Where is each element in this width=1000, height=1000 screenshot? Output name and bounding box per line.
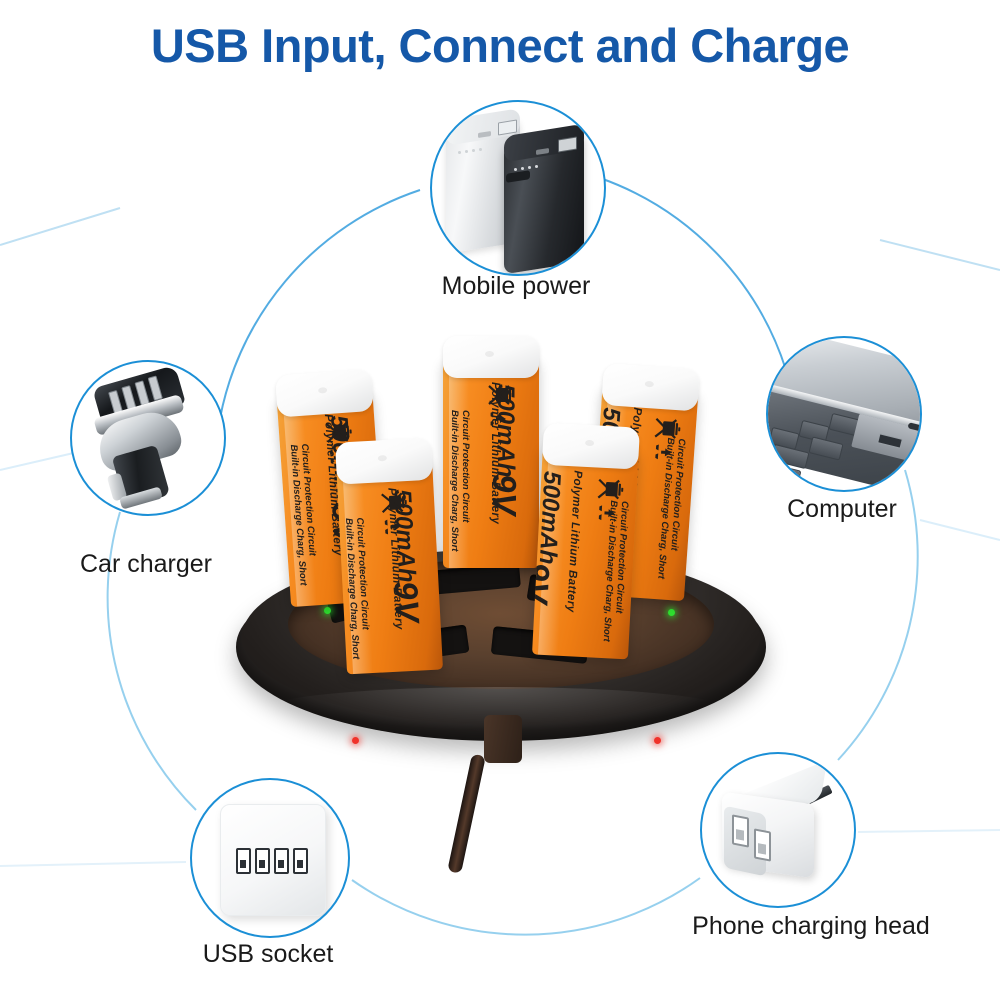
battery-body: 9V 500mAh Polymer Lithium Battery Built-… — [588, 384, 699, 602]
callout-label-mobile-power: Mobile power — [441, 272, 591, 300]
usb-a-port-icon — [732, 814, 749, 848]
battery-9v[interactable]: 9V 500mAh Polymer Lithium Battery Built-… — [334, 437, 444, 675]
led-indicator — [521, 167, 524, 170]
usb-wall-socket-icon — [190, 778, 350, 938]
status-led-green — [668, 609, 675, 616]
socket-port-group — [236, 848, 308, 874]
usb-a-port-icon — [236, 848, 251, 874]
led-indicator — [514, 168, 517, 171]
car-charger-icon — [70, 360, 226, 516]
crossed-out-wheelie-bin-icon — [654, 417, 681, 460]
battery-body: 9V 500mAh Polymer Lithium Battery Built-… — [531, 444, 639, 660]
led-indicator — [472, 149, 475, 152]
usb-cable — [447, 753, 486, 874]
battery-cap — [443, 336, 539, 378]
battery-symbols — [647, 412, 685, 466]
cable-strain-relief — [484, 715, 522, 763]
battery-cap — [601, 362, 700, 412]
battery-voltage-label: 9V — [531, 561, 557, 605]
usb-a-port-icon — [255, 848, 270, 874]
status-led-red — [654, 737, 661, 744]
battery-body: 9V 500mAh Polymer Lithium Battery Built-… — [443, 358, 539, 568]
led-indicator — [535, 165, 538, 168]
battery-cap — [541, 422, 641, 470]
battery-9v[interactable]: 9V 500mAh Polymer Lithium Battery Built-… — [531, 422, 641, 660]
battery-symbols — [591, 473, 628, 527]
battery-cap — [334, 437, 434, 485]
led-indicator — [458, 151, 461, 154]
battery-9v[interactable]: 9V 500mAh Polymer Lithium Battery Built-… — [588, 362, 700, 602]
led-indicator — [479, 148, 482, 151]
crossed-out-wheelie-bin-icon — [597, 478, 624, 521]
led-indicator — [465, 150, 468, 153]
led-indicator — [528, 166, 531, 169]
crossed-out-wheelie-bin-icon — [381, 492, 407, 535]
callout-label-car-charger: Car charger — [80, 550, 212, 578]
page-title: USB Input, Connect and Charge — [150, 19, 850, 72]
battery-highlight — [449, 358, 469, 568]
crossed-out-wheelie-bin-icon — [488, 385, 514, 427]
status-led-green — [324, 607, 331, 614]
callout-label-phone-charging-head: Phone charging head — [692, 912, 930, 940]
battery-9v[interactable]: 9V 500mAh Polymer Lithium Battery Built-… — [443, 336, 539, 568]
power-bank-icon — [430, 100, 606, 276]
usb-a-port-icon — [754, 828, 771, 862]
status-led-red — [352, 737, 359, 744]
callout-label-computer: Computer — [787, 495, 897, 523]
usb-a-port-icon — [293, 848, 308, 874]
usb-a-port-icon — [274, 848, 289, 874]
wall-adapter-icon — [700, 752, 856, 908]
callout-label-usb-socket: USB socket — [202, 940, 334, 968]
battery-cap — [275, 368, 374, 418]
battery-protection-line2: Circuit Protection Circuit — [460, 410, 471, 523]
battery-symbols — [483, 380, 517, 432]
battery-body: 9V 500mAh Polymer Lithium Battery Built-… — [336, 459, 444, 675]
battery-symbols — [375, 487, 412, 541]
battery-chemistry-label: Polymer Lithium Battery — [564, 470, 584, 613]
laptop-icon — [766, 336, 922, 492]
